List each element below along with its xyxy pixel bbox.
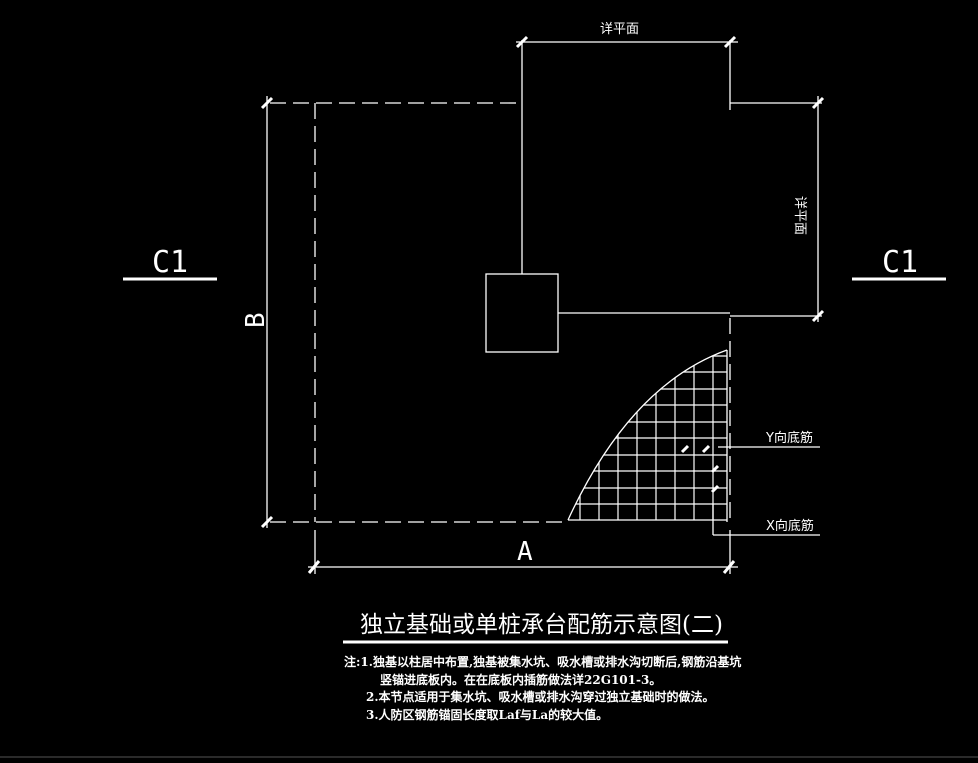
y-rebar-label: Y向底筋 [765,430,813,446]
note-line-4: 3.人防区钢筋锚固长度取Laf与La的较大值。 [366,707,609,722]
note-line-2: 竖锚进底板内。在在底板内插筋做法详22G101-3。 [380,672,662,687]
dimension-top [515,35,738,49]
x-rebar-label: X向底筋 [766,518,814,534]
detail-plan-outline [521,40,822,317]
dimension-b-label: B [241,312,271,328]
pit-boundary-arc [567,349,728,521]
dimension-top-label: 详平面 [600,22,639,37]
section-label-right: C1 [882,245,918,280]
foundation-outline [270,100,731,523]
section-label-left: C1 [152,245,188,280]
drawing-title: 独立基础或单桩承台配筋示意图(二) [360,612,723,638]
column [485,273,559,353]
rebar-anchor-marks [680,444,720,494]
pit-rebar-grid [568,350,727,520]
dimension-right-label: 详平面 [792,196,807,235]
note-line-3: 2.本节点适用于集水坑、吸水槽或排水沟穿过独立基础时的做法。 [366,690,715,704]
dimension-b [260,96,274,529]
notes-block: 注:1.独基以柱居中布置,独基被集水坑、吸水槽或排水沟切断后,钢筋沿基坑 竖锚进… [344,654,904,724]
note-line-1: 注:1.独基以柱居中布置,独基被集水坑、吸水槽或排水沟切断后,钢筋沿基坑 [344,655,742,669]
dimension-a [307,530,738,574]
dimension-right [811,96,825,323]
dimension-a-label: A [517,537,533,567]
